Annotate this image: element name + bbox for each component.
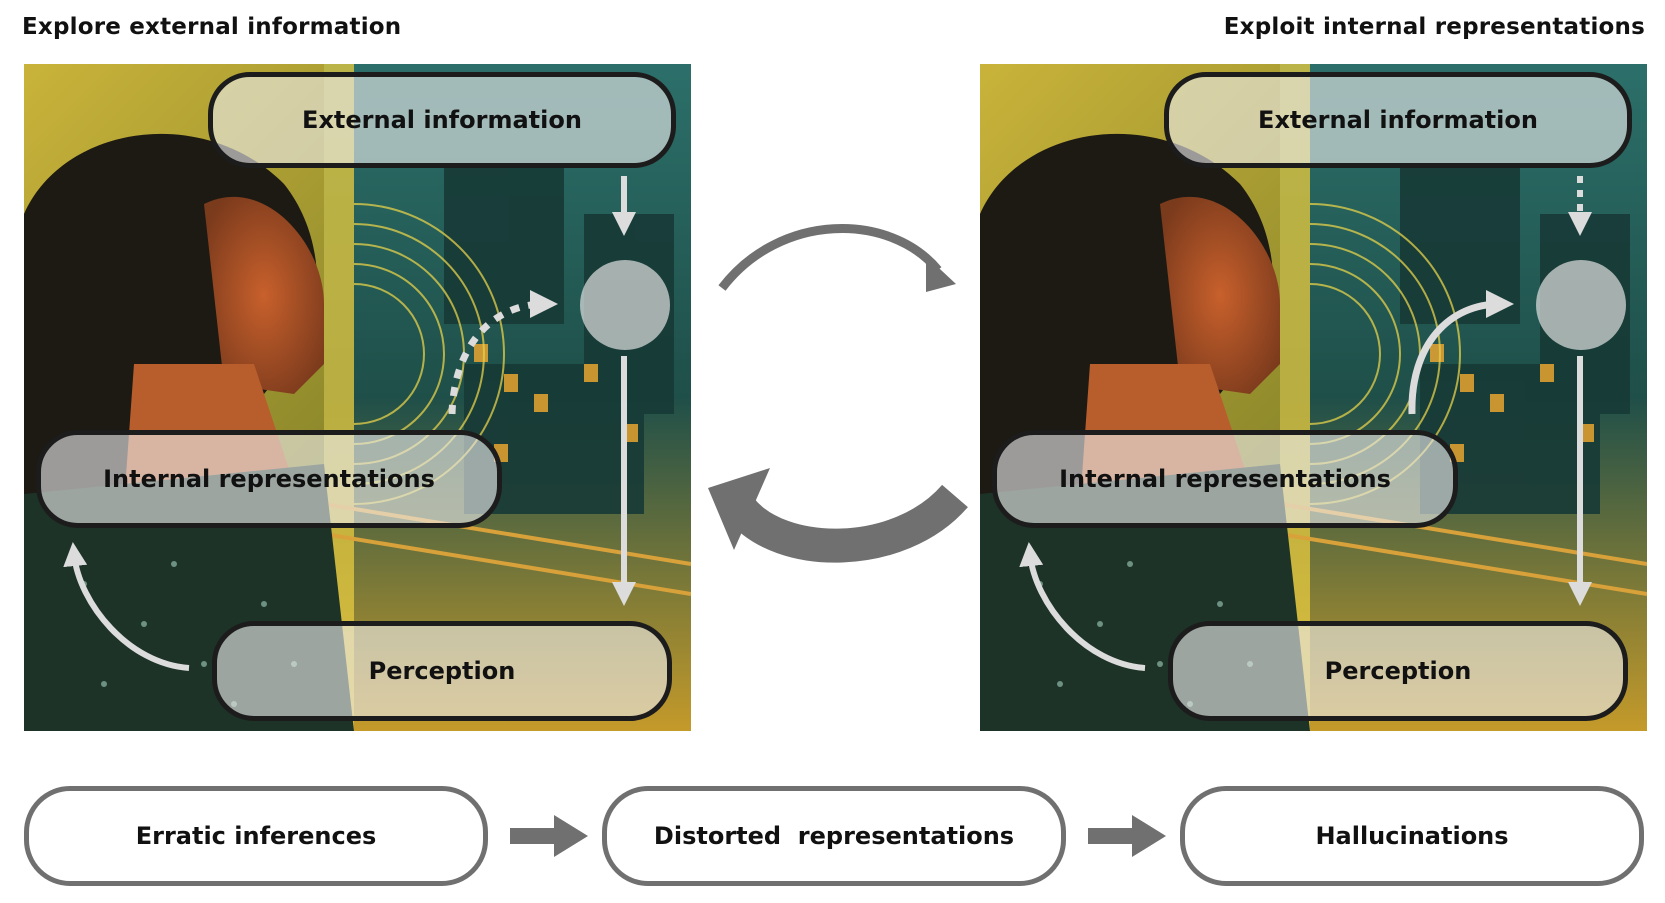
cycle-arrow-top-head: [926, 256, 956, 292]
flow-hallucinations: Hallucinations: [1180, 786, 1644, 886]
painting-woman-window: [980, 64, 1647, 731]
external-information-box: External information: [208, 72, 676, 168]
cycle-arrows: [708, 224, 968, 563]
flow-erratic-inferences: Erratic inferences: [24, 786, 488, 886]
flow-arrow-right-icon: [1088, 815, 1166, 857]
internal-representations-box: Internal representations: [36, 430, 502, 528]
flow-distorted-representations: Distorted representations: [602, 786, 1066, 886]
heading-exploit: Exploit internal representations: [1223, 14, 1645, 40]
panel-exploit: External information Internal representa…: [980, 64, 1647, 731]
convergence-node: [1536, 260, 1626, 350]
cycle-arrow-bottom: [726, 484, 968, 563]
perception-box: Perception: [1168, 621, 1628, 721]
cycle-arrow-bottom-head: [708, 468, 770, 550]
cycle-arrow-top: [718, 224, 942, 291]
flow-arrow-right-icon: [510, 815, 588, 857]
external-information-box: External information: [1164, 72, 1632, 168]
heading-explore: Explore external information: [22, 14, 402, 40]
internal-representations-box: Internal representations: [992, 430, 1458, 528]
panel-explore: External information Internal representa…: [24, 64, 691, 731]
perception-box: Perception: [212, 621, 672, 721]
convergence-node: [580, 260, 670, 350]
